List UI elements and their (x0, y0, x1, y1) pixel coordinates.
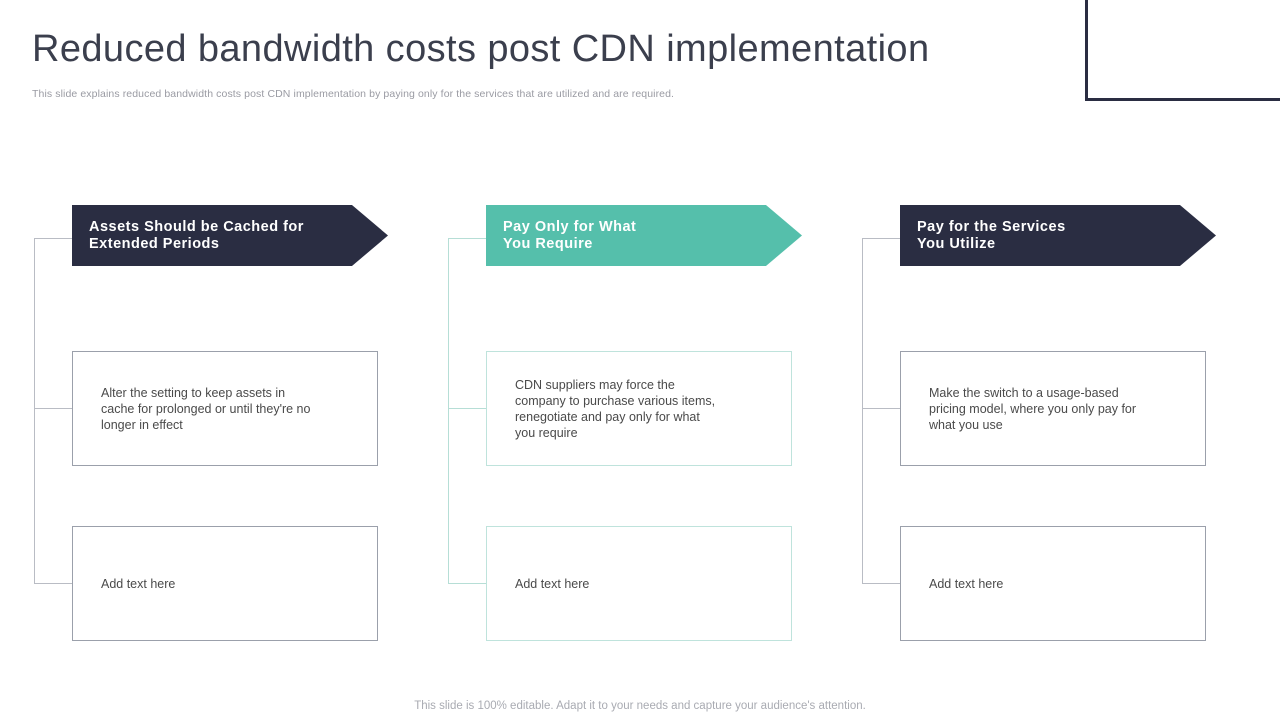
connector-branch-header (448, 238, 488, 239)
connector-branch-lower (862, 583, 902, 584)
content-box-3-lower[interactable]: Add text here (900, 526, 1206, 641)
connector-branch-upper (34, 408, 74, 409)
connector-spine (862, 238, 863, 584)
connector-spine (448, 238, 449, 584)
column-header-label: Pay Only for What You Require (503, 218, 637, 252)
content-box-3-upper[interactable]: Make the switch to a usage-based pricing… (900, 351, 1206, 466)
corner-bracket-decoration (1085, 0, 1280, 101)
connector-branch-lower (34, 583, 74, 584)
page-title: Reduced bandwidth costs post CDN impleme… (32, 28, 930, 70)
column-header-label: Assets Should be Cached for Extended Per… (89, 218, 304, 252)
page-subtitle: This slide explains reduced bandwidth co… (32, 88, 675, 100)
content-box-1-upper[interactable]: Alter the setting to keep assets in cach… (72, 351, 378, 466)
connector-spine (34, 238, 35, 584)
content-box-1-lower[interactable]: Add text here (72, 526, 378, 641)
column-header-banner-3[interactable]: Pay for the Services You Utilize (900, 205, 1216, 266)
content-box-2-lower[interactable]: Add text here (486, 526, 792, 641)
connector-branch-header (862, 238, 902, 239)
connector-branch-upper (448, 408, 488, 409)
content-box-text: Alter the setting to keep assets in cach… (101, 385, 311, 432)
column-header-banner-2[interactable]: Pay Only for What You Require (486, 205, 802, 266)
content-box-text: CDN suppliers may force the company to p… (515, 377, 716, 440)
connector-branch-lower (448, 583, 488, 584)
flow-column-2: Pay Only for What You Require CDN suppli… (414, 0, 834, 720)
column-header-label: Pay for the Services You Utilize (917, 218, 1066, 252)
content-box-text: Add text here (515, 576, 590, 591)
content-box-text: Add text here (929, 576, 1004, 591)
footer-note: This slide is 100% editable. Adapt it to… (414, 700, 866, 712)
flow-column-1: Assets Should be Cached for Extended Per… (0, 0, 420, 720)
connector-branch-upper (862, 408, 902, 409)
flow-column-3: Pay for the Services You Utilize Make th… (828, 0, 1248, 720)
content-box-text: Make the switch to a usage-based pricing… (929, 385, 1137, 432)
connector-branch-header (34, 238, 74, 239)
content-box-text: Add text here (101, 576, 176, 591)
content-box-2-upper[interactable]: CDN suppliers may force the company to p… (486, 351, 792, 466)
column-header-banner-1[interactable]: Assets Should be Cached for Extended Per… (72, 205, 388, 266)
